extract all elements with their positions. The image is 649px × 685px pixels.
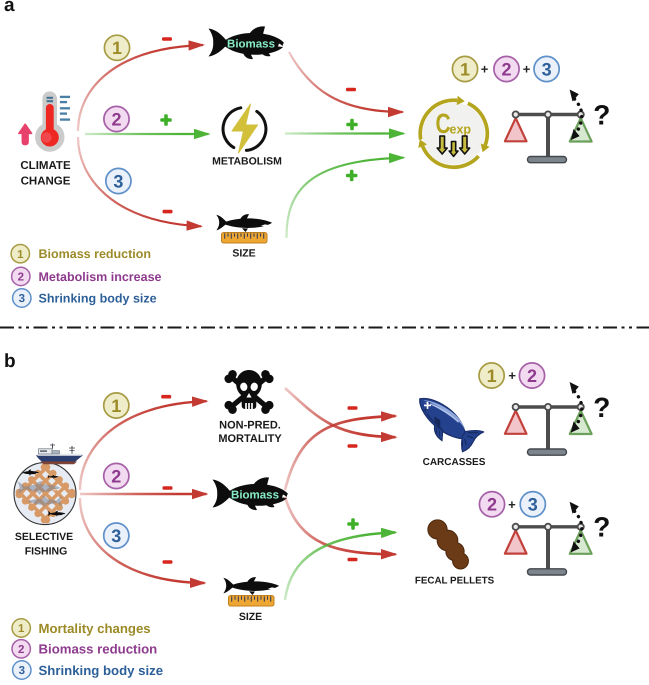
svg-text:1: 1 [112,38,122,58]
svg-text:Mortality changes: Mortality changes [39,621,151,636]
svg-text:Shrinking body size: Shrinking body size [39,292,157,306]
svg-text:a: a [4,0,15,16]
svg-text:Biomass reduction: Biomass reduction [39,247,152,261]
svg-text:2: 2 [111,466,121,486]
svg-text:1: 1 [18,623,25,635]
svg-text:3: 3 [111,526,121,546]
svg-text:SIZE: SIZE [239,611,262,623]
svg-text:Biomass: Biomass [231,490,279,502]
svg-text:?: ? [593,99,610,130]
svg-text:2: 2 [487,495,497,515]
svg-text:3: 3 [19,293,25,305]
svg-text:exp: exp [450,122,472,137]
svg-text:3: 3 [542,59,552,79]
svg-text:2: 2 [527,366,537,386]
svg-text:Metabolism increase: Metabolism increase [39,270,162,284]
svg-text:?: ? [593,392,610,423]
svg-text:SIZE: SIZE [232,248,255,260]
svg-text:+: + [523,62,531,77]
svg-text:CARCASSES: CARCASSES [423,457,486,468]
svg-text:2: 2 [111,109,121,129]
svg-text:2: 2 [18,271,24,283]
svg-text:FISHING: FISHING [25,546,68,558]
svg-text:2: 2 [501,59,511,79]
svg-text:3: 3 [528,495,538,515]
svg-text:CLIMATE: CLIMATE [20,160,71,172]
svg-text:SELECTIVE: SELECTIVE [15,531,73,543]
svg-text:?: ? [593,512,610,543]
svg-text:+: + [508,368,516,383]
svg-text:FECAL PELLETS: FECAL PELLETS [415,576,495,587]
svg-text:METABOLISM: METABOLISM [212,156,282,168]
svg-text:Biomass: Biomass [227,39,275,51]
svg-text:+: + [481,62,489,77]
svg-text:Biomass reduction: Biomass reduction [39,642,158,657]
svg-text:3: 3 [113,171,123,191]
svg-text:+: + [508,497,516,512]
svg-text:1: 1 [460,59,470,79]
svg-text:Shrinking body size: Shrinking body size [39,663,164,678]
svg-text:CHANGE: CHANGE [21,176,71,188]
svg-text:NON-PRED.: NON-PRED. [219,420,281,432]
svg-text:b: b [4,351,16,372]
svg-text:1: 1 [111,396,121,416]
svg-text:1: 1 [487,366,497,386]
svg-text:1: 1 [17,249,24,261]
svg-text:3: 3 [19,665,25,677]
svg-text:MORTALITY: MORTALITY [218,433,282,445]
svg-text:2: 2 [18,644,24,656]
svg-text:C: C [436,108,451,139]
